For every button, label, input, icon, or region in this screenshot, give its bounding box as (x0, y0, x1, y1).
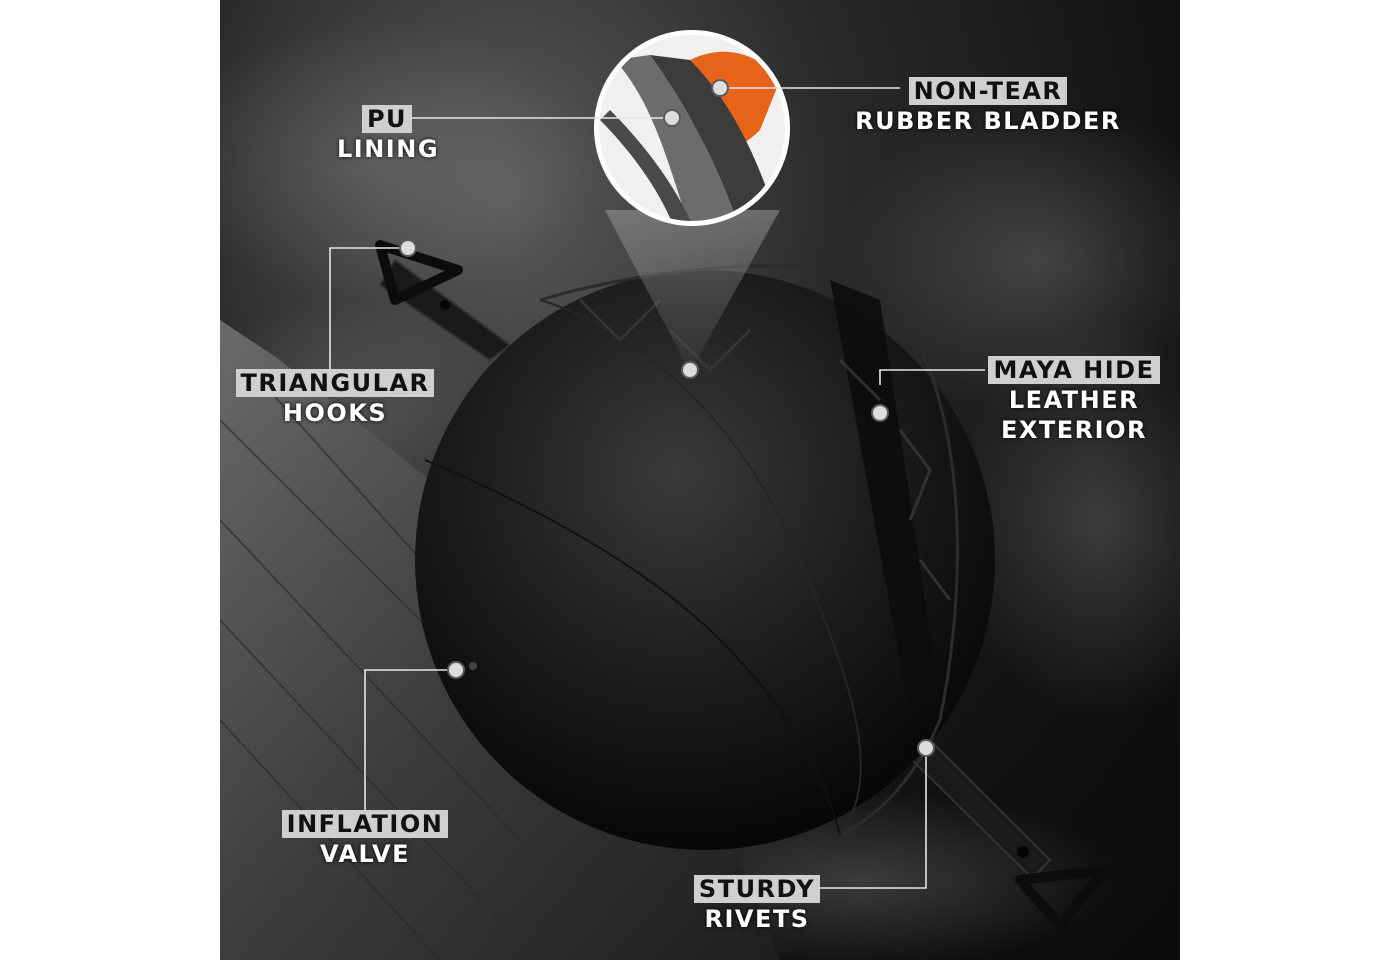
leather-marker (871, 404, 889, 422)
bladder-marker (711, 79, 729, 97)
valve-subtitle: VALVE (320, 840, 410, 868)
valve-marker (447, 661, 465, 679)
bladder-title: NON-TEAR (908, 77, 1068, 105)
valve-callout: INFLATION VALVE (270, 809, 460, 869)
hooks-subtitle: HOOKS (282, 399, 388, 427)
pu-lining-title: PU (361, 105, 413, 133)
pu-lining-callout: PU LINING (337, 104, 440, 164)
pointer-marker (681, 361, 699, 379)
double-end-ball (415, 264, 995, 850)
hooks-callout: TRIANGULAR HOOKS (228, 368, 442, 428)
valve-title: INFLATION (281, 810, 449, 838)
hooks-title: TRIANGULAR (235, 369, 435, 397)
material-cross-section-zoom (594, 30, 790, 226)
leather-subtitle-line-1: LEATHER (1008, 386, 1140, 414)
leader-lines (329, 87, 985, 889)
rivets-marker (917, 739, 935, 757)
bladder-subtitle: RUBBER BLADDER (855, 107, 1121, 135)
rivets-callout: STURDY RIVETS (682, 874, 832, 934)
product-infographic: PU LINING NON-TEAR RUBBER BLADDER TRIANG… (220, 0, 1180, 960)
scene-illustration (220, 20, 1180, 960)
zoom-pointer (605, 210, 780, 372)
rivets-subtitle: RIVETS (704, 905, 810, 933)
pu-lining-marker (663, 109, 681, 127)
upper-strap-with-hook (375, 240, 512, 362)
leather-callout: MAYA HIDE LEATHER EXTERIOR (980, 355, 1168, 445)
bladder-callout: NON-TEAR RUBBER BLADDER (848, 76, 1128, 136)
pu-lining-subtitle: LINING (337, 135, 440, 163)
leather-subtitle-line-2: EXTERIOR (1001, 416, 1147, 444)
leather-title: MAYA HIDE (988, 356, 1160, 384)
hooks-marker (399, 239, 417, 257)
rivets-title: STURDY (693, 875, 821, 903)
